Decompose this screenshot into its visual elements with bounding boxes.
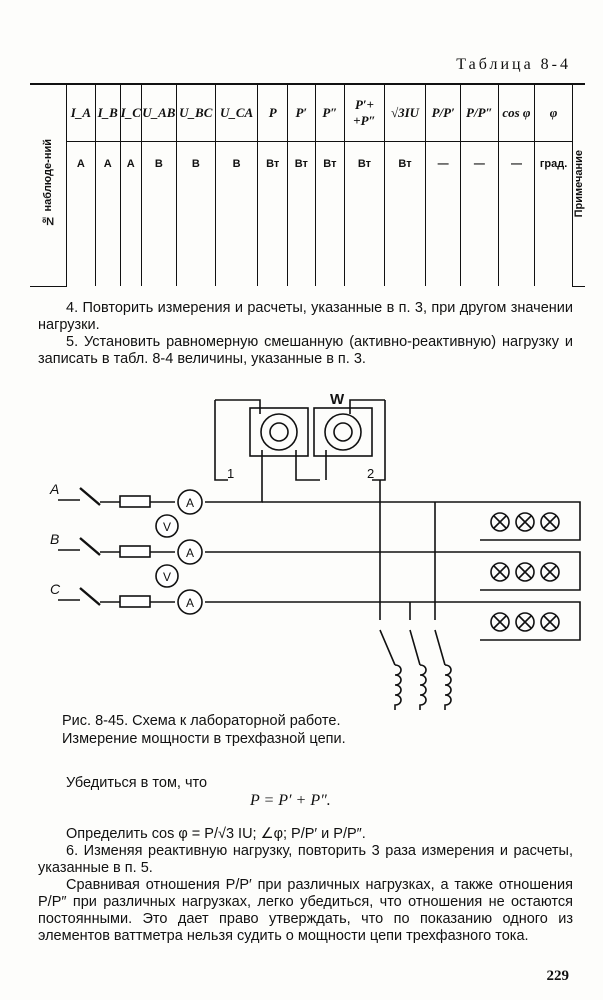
column-header: U_CA	[214, 84, 258, 142]
lamp	[540, 512, 560, 532]
lamp-load	[480, 501, 581, 641]
unit-cell: град.	[534, 141, 573, 186]
unit-cell: А	[119, 141, 142, 186]
check-text: Убедиться в том, что	[66, 775, 208, 791]
ammeter-c	[177, 589, 203, 615]
unit-cell: Вт	[287, 141, 316, 186]
unit-cell: А	[66, 141, 96, 186]
figure-caption-line-1: Рис. 8-45. Схема к лабораторной работе.	[62, 713, 341, 729]
lamp	[490, 562, 510, 582]
unit-cell: Вт	[257, 141, 288, 186]
column-header: φ	[534, 84, 573, 142]
ammeter-b	[177, 539, 203, 565]
column-header: I_C	[119, 84, 142, 142]
data-cell	[287, 186, 316, 286]
column-header: P′+ +P″	[344, 84, 385, 142]
unit-cell: Вт	[383, 141, 426, 186]
paragraph-4: 4. Повторить измерения и расчеты, указан…	[38, 300, 573, 333]
data-cell	[314, 186, 345, 286]
fuse-c	[119, 595, 151, 608]
page-number: 229	[546, 968, 570, 984]
data-cell	[140, 186, 177, 286]
lamp	[515, 512, 535, 532]
data-cell	[119, 186, 142, 286]
unit-cell: Вт	[314, 141, 345, 186]
unit-cell: В	[214, 141, 258, 186]
notes-label: Примечание	[573, 149, 585, 217]
circuit-diagram: W 1 2 A A A V V A B C	[49, 391, 581, 710]
paragraph-6: 6. Изменяя реактивную нагрузку, повторит…	[38, 843, 573, 876]
determine-text: Определить cos φ = P/√3 IU; ∠φ; P/P′ и P…	[66, 826, 366, 842]
phase-a-label: A	[49, 481, 59, 497]
data-cell	[383, 186, 426, 286]
formula: P = P′ + P″.	[250, 792, 331, 809]
column-header: P/P″	[460, 84, 499, 142]
column-header: U_AB	[140, 84, 177, 142]
paragraph-5: 5. Установить равномерную смешанную (акт…	[38, 334, 573, 367]
lamp	[540, 562, 560, 582]
data-cell	[344, 186, 385, 286]
voltmeter-label: V	[163, 520, 171, 534]
lamp	[515, 562, 535, 582]
column-header: P	[257, 84, 288, 142]
unit-cell: Вт	[344, 141, 385, 186]
phase-c-label: C	[50, 581, 61, 597]
wattmeter-element-2	[313, 407, 373, 457]
column-header: cos φ	[497, 84, 535, 142]
lamp	[490, 612, 510, 632]
lamp	[490, 512, 510, 532]
switch-1-label: 1	[227, 466, 234, 481]
ammeter-label: A	[186, 596, 194, 610]
voltmeter-1	[155, 514, 179, 538]
unit-cell: В	[140, 141, 177, 186]
data-cell	[257, 186, 288, 286]
wattmeter-element-1	[249, 407, 309, 457]
data-cell	[497, 186, 535, 286]
figure-caption: Рис. 8-45. Схема к лабораторной работе. …	[62, 712, 346, 748]
table-caption: Таблица 8-4	[456, 56, 571, 73]
data-cell	[214, 186, 258, 286]
data-cell	[425, 186, 461, 286]
unit-cell: —	[460, 141, 499, 186]
column-header: √3IU	[383, 84, 426, 142]
lamp	[515, 612, 535, 632]
unit-cell: —	[497, 141, 535, 186]
phase-b-label: B	[50, 531, 59, 547]
data-cell	[94, 186, 121, 286]
unit-cell: В	[175, 141, 216, 186]
ammeter-label: A	[186, 546, 194, 560]
data-cell	[66, 186, 96, 286]
data-cell	[460, 186, 499, 286]
fuse-b	[119, 545, 151, 558]
column-header: I_B	[94, 84, 121, 142]
lamp	[540, 612, 560, 632]
notes-header: Примечание	[572, 84, 585, 287]
column-header: P″	[314, 84, 345, 142]
voltmeter-label: V	[163, 570, 171, 584]
column-header: P/P′	[425, 84, 461, 142]
fuse-a	[119, 495, 151, 508]
compare-paragraph: Сравнивая отношения P/P′ при различных н…	[38, 877, 573, 944]
column-header: I_A	[66, 84, 96, 142]
voltmeter-2	[155, 564, 179, 588]
column-header: U_BC	[175, 84, 216, 142]
inductive-load	[379, 502, 452, 710]
row-number-label: № наблюде-ний	[42, 139, 54, 227]
figure-caption-line-2: Измерение мощности в трехфазной цепи.	[62, 731, 346, 747]
ammeter-label: A	[186, 496, 194, 510]
data-cell	[534, 186, 573, 286]
row-number-header: № наблюде-ний	[30, 84, 67, 287]
switch-2-label: 2	[367, 466, 374, 481]
unit-cell: А	[94, 141, 121, 186]
wattmeter-label: W	[330, 391, 345, 408]
ammeter-a	[177, 489, 203, 515]
column-header: P′	[287, 84, 316, 142]
data-cell	[175, 186, 216, 286]
unit-cell: —	[425, 141, 461, 186]
